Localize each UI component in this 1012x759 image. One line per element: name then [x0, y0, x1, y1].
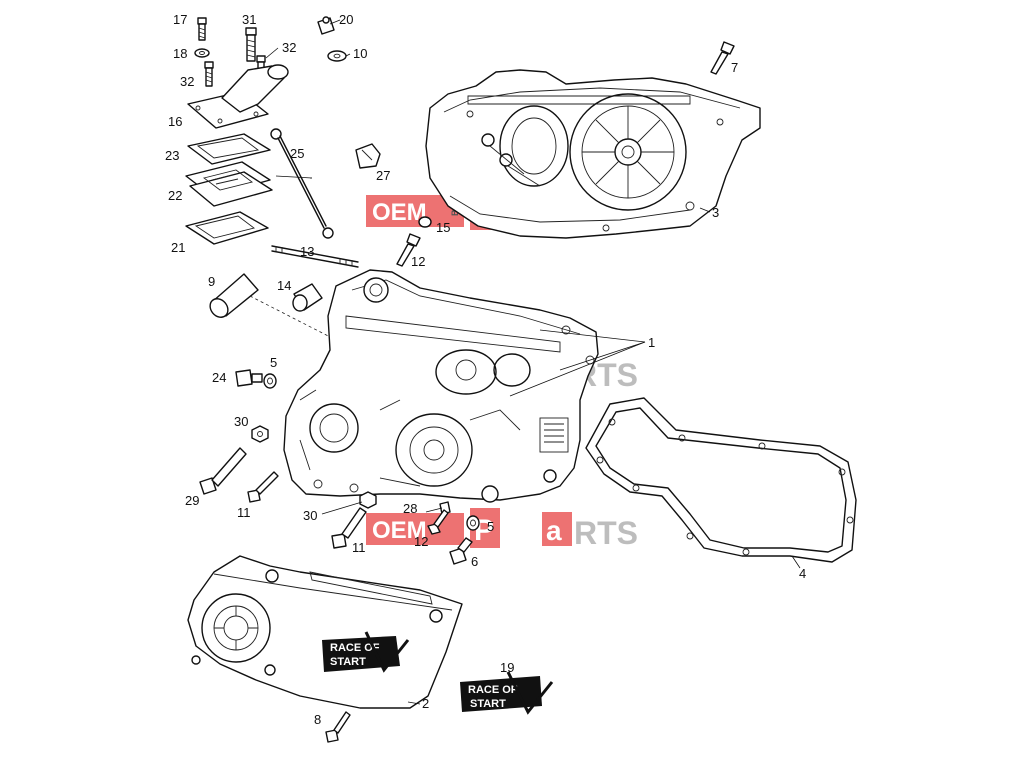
callout-19: 19	[500, 660, 514, 675]
badge-on-cover: RACE OF START	[322, 631, 410, 673]
callout-16: 16	[168, 114, 182, 129]
callout-2: 2	[422, 696, 429, 711]
plug-24	[235, 369, 263, 387]
callout-1: 1	[648, 335, 655, 350]
nut-30-upper	[251, 425, 269, 443]
callout-5-a: 5	[270, 355, 277, 370]
callout-7: 7	[731, 60, 738, 75]
washer-10	[327, 50, 347, 62]
svg-text:RACE OF: RACE OF	[468, 684, 518, 696]
callout-29: 29	[185, 493, 199, 508]
callout-15: 15	[436, 220, 450, 235]
svg-text:START: START	[470, 698, 506, 710]
callout-9: 9	[208, 274, 215, 289]
callout-4: 4	[799, 566, 806, 581]
drain-plug-6	[449, 537, 473, 565]
intake-manifold-16	[187, 64, 289, 129]
gasket-4	[585, 397, 857, 563]
screw-31	[245, 27, 257, 62]
callout-8: 8	[314, 712, 321, 727]
dowel-15	[418, 216, 432, 228]
callout-32-b: 32	[180, 74, 194, 89]
callout-14: 14	[277, 278, 291, 293]
clip-27	[355, 143, 381, 169]
svg-text:OEM: OEM	[372, 199, 427, 226]
callout-27: 27	[376, 168, 390, 183]
svg-text:RTS: RTS	[574, 515, 638, 551]
callout-13: 13	[300, 244, 314, 259]
nut-30-lower	[359, 491, 377, 509]
side-cover-2	[187, 555, 463, 709]
screw-12-upper	[396, 233, 421, 267]
crankcase-cover-3	[425, 69, 761, 239]
callout-23: 23	[165, 148, 179, 163]
callout-24: 24	[212, 370, 226, 385]
callout-11-a: 11	[237, 505, 251, 520]
callout-25: 25	[290, 146, 304, 161]
bleed-screw-20	[317, 16, 335, 35]
callout-30-b: 30	[303, 508, 317, 523]
crankcase-1	[283, 269, 599, 503]
callout-17: 17	[173, 12, 187, 27]
callout-22: 22	[168, 188, 182, 203]
callout-20: 20	[339, 12, 353, 27]
svg-text:a: a	[546, 515, 562, 546]
screw-7	[710, 41, 735, 75]
screw-12-lower	[427, 509, 449, 535]
callout-labels: 17 31 20 18 32 10 32 7 16 23 25 27 22 3 …	[165, 12, 806, 727]
callout-18: 18	[173, 46, 187, 61]
callout-3: 3	[712, 205, 719, 220]
stud-13	[271, 245, 359, 268]
washer-5-lower	[466, 515, 480, 531]
svg-text:RACE OF: RACE OF	[330, 642, 380, 654]
callout-21: 21	[171, 240, 185, 255]
callout-32-a: 32	[282, 40, 296, 55]
washer-5-upper	[263, 373, 277, 389]
callout-31: 31	[242, 12, 256, 27]
gasket-21	[185, 211, 269, 245]
callout-10: 10	[353, 46, 367, 61]
bushing-14	[292, 283, 323, 312]
rod-25	[270, 128, 334, 239]
screw-17	[197, 17, 207, 41]
sleeve-9	[209, 273, 337, 341]
badge-19: RACE OF START	[460, 671, 554, 715]
reed-valve-22	[185, 161, 273, 207]
screw-8	[325, 711, 351, 743]
callout-30-a: 30	[234, 414, 248, 429]
svg-text:START: START	[330, 656, 366, 668]
callout-5-b: 5	[487, 519, 494, 534]
gasket-23	[187, 133, 271, 165]
bolt-11-lower	[331, 507, 367, 549]
bolt-11-upper	[247, 471, 279, 503]
callout-12-b: 12	[414, 534, 428, 549]
leader-lines	[265, 19, 801, 705]
svg-text:OEM: OEM	[372, 517, 427, 544]
washer-18	[194, 48, 210, 58]
watermark-bottom: OEM P a RTS	[366, 508, 638, 551]
callout-11-b: 11	[352, 540, 366, 555]
callout-28: 28	[403, 501, 417, 516]
callout-12-a: 12	[411, 254, 425, 269]
callout-6: 6	[471, 554, 478, 569]
screw-32-left	[204, 61, 214, 87]
bolt-29	[199, 447, 247, 495]
